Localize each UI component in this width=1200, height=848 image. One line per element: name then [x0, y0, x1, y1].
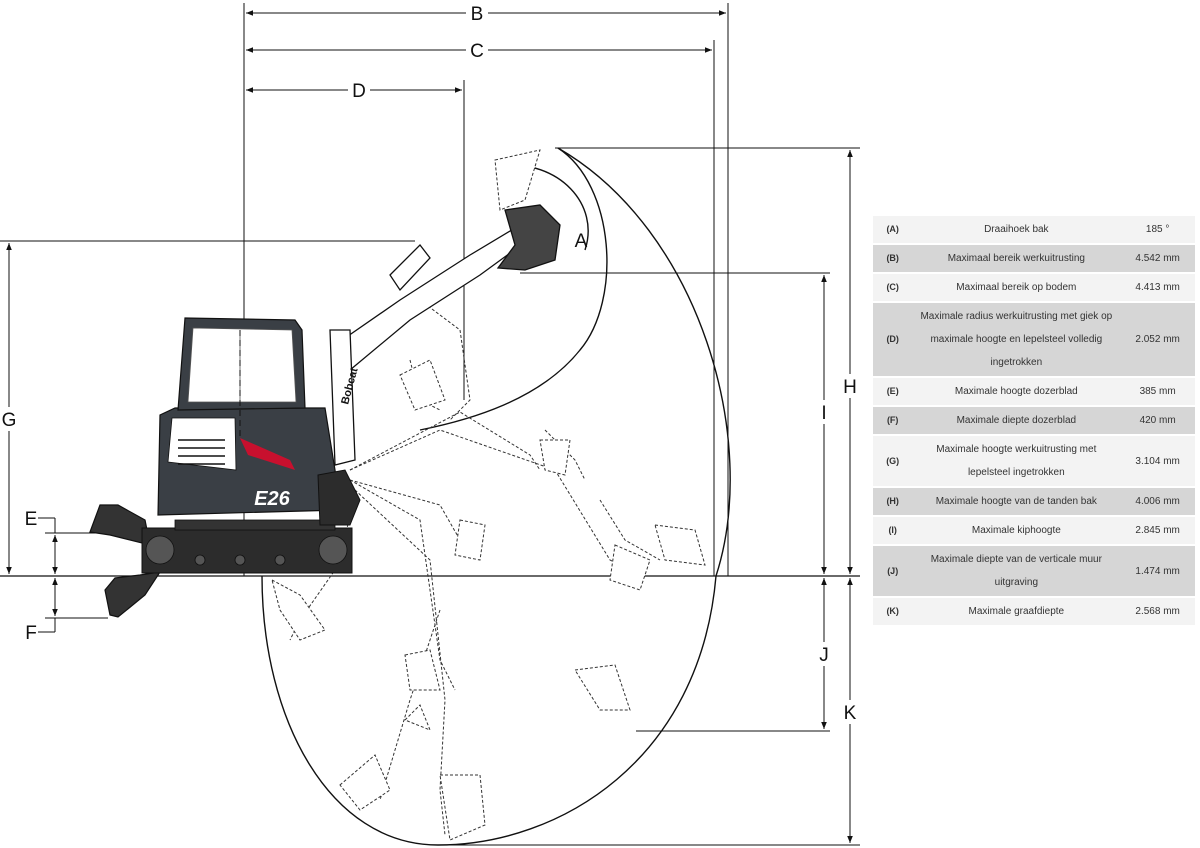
- spec-value: 2.568 mm: [1120, 598, 1195, 625]
- spec-code: (C): [873, 274, 913, 301]
- spec-code: (I): [873, 517, 913, 544]
- spec-description: Maximaal bereik werkuitrusting: [912, 245, 1121, 272]
- label-j: J: [819, 645, 829, 666]
- spec-description: Maximaal bereik op bodem: [912, 274, 1121, 301]
- label-backgrounds: [0, 2, 860, 724]
- spec-value: 4.006 mm: [1120, 488, 1195, 515]
- spec-row: (J)Maximale diepte van de verticale muur…: [873, 546, 1195, 596]
- spec-code: (F): [873, 407, 913, 434]
- spec-value: 385 mm: [1120, 378, 1195, 405]
- model-badge: E26: [254, 488, 290, 510]
- dozer-blades: [89, 504, 162, 618]
- spec-code: (D): [873, 303, 913, 376]
- spec-row: (G)Maximale hoogte werkuitrusting met le…: [873, 436, 1195, 486]
- spec-value: 4.542 mm: [1120, 245, 1195, 272]
- spec-code: (A): [873, 216, 913, 243]
- spec-description: Maximale diepte van de verticale muur ui…: [912, 546, 1121, 596]
- spec-value: 2.052 mm: [1120, 303, 1195, 376]
- spec-description: Maximale kiphoogte: [912, 517, 1121, 544]
- spec-value: 4.413 mm: [1120, 274, 1195, 301]
- spec-description: Maximale hoogte dozerblad: [912, 378, 1121, 405]
- label-b: B: [471, 4, 484, 25]
- excavator-dimension-diagram: B C D A G H I J K E F: [0, 2, 860, 846]
- spec-description: Maximale hoogte van de tanden bak: [912, 488, 1121, 515]
- spec-code: (B): [873, 245, 913, 272]
- label-e: E: [25, 509, 38, 530]
- spec-description: Maximale radius werkuitrusting met giek …: [912, 303, 1121, 376]
- label-c: C: [470, 41, 484, 62]
- spec-code: (J): [873, 546, 913, 596]
- spec-code: (E): [873, 378, 913, 405]
- spec-code: (G): [873, 436, 913, 486]
- spec-description: Draaihoek bak: [912, 216, 1121, 243]
- label-i: I: [821, 403, 826, 424]
- label-k: K: [844, 703, 857, 724]
- bucket-positions: [271, 149, 706, 841]
- label-g: G: [2, 410, 17, 431]
- spec-value: 420 mm: [1120, 407, 1195, 434]
- spec-value: 3.104 mm: [1120, 436, 1195, 486]
- spec-value: 2.845 mm: [1120, 517, 1195, 544]
- label-f: F: [25, 623, 37, 644]
- label-a: A: [575, 231, 588, 252]
- spec-row: (D)Maximale radius werkuitrusting met gi…: [873, 303, 1195, 376]
- spec-code: (K): [873, 598, 913, 625]
- spec-description: Maximale graafdiepte: [912, 598, 1121, 625]
- spec-description: Maximale diepte dozerblad: [912, 407, 1121, 434]
- spec-value: 1.474 mm: [1120, 546, 1195, 596]
- spec-description: Maximale hoogte werkuitrusting met lepel…: [912, 436, 1121, 486]
- extension-lines: [0, 3, 860, 846]
- spec-code: (H): [873, 488, 913, 515]
- excavator-body: E26 Bobcat: [141, 317, 361, 574]
- label-d: D: [352, 81, 366, 102]
- label-h: H: [843, 377, 857, 398]
- boom-solid: [329, 204, 561, 466]
- spec-value: 185 °: [1120, 216, 1195, 243]
- dimension-labels: B C D A G H I J K E F: [2, 4, 857, 724]
